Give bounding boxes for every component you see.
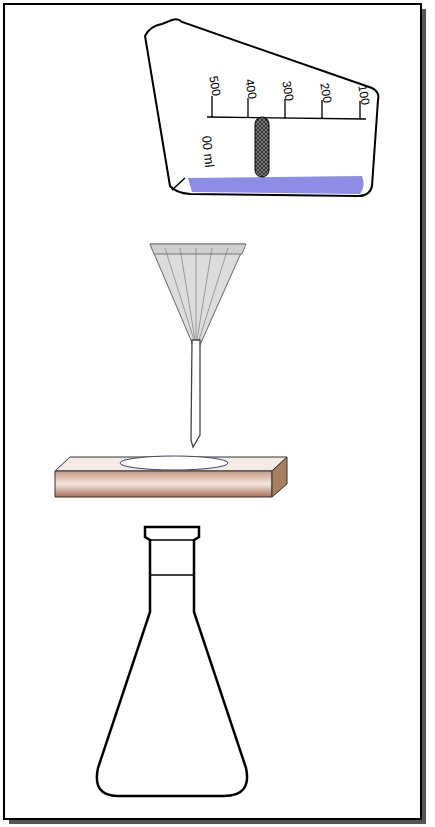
- scale-number: 200: [318, 82, 333, 104]
- beaker: [145, 19, 378, 196]
- scale-number: 100: [356, 84, 371, 106]
- erlenmeyer-flask: [97, 527, 247, 796]
- filter-funnel: [150, 244, 246, 447]
- scale-number: 300: [280, 80, 295, 102]
- frame: [4, 4, 421, 819]
- stirring-rod: [255, 117, 269, 177]
- unit-label: 00 ml: [200, 135, 216, 168]
- scale-number: 400: [243, 78, 258, 100]
- liquid: [188, 176, 364, 194]
- scale-number: 500: [207, 75, 222, 97]
- support-plate: [55, 456, 287, 497]
